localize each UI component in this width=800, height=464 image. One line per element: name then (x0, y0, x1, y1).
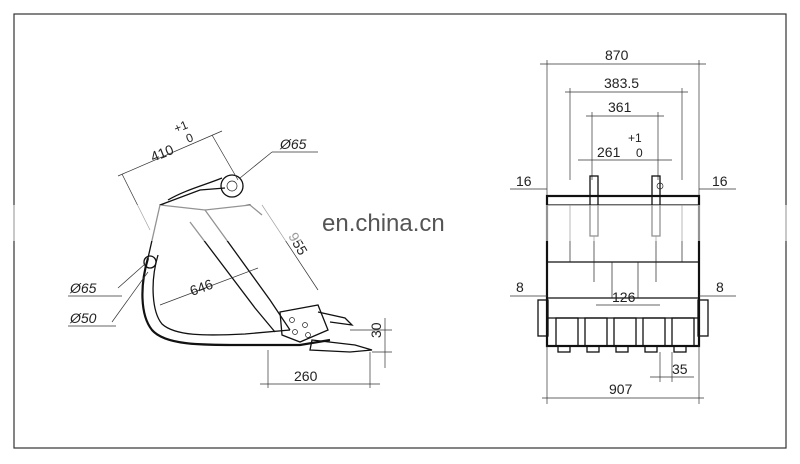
tol-zero-front: 0 (636, 146, 643, 160)
dia-65-left: Ø65 (69, 280, 97, 296)
dim-260: 260 (294, 368, 318, 384)
dim-410: 410 (148, 141, 176, 165)
side-view: 410 +1 0 Ø65 955 646 Ø65 Ø50 30 260 (68, 118, 392, 388)
tol-zero-side: 0 (184, 130, 196, 146)
dim-8-left: 8 (516, 279, 524, 295)
dim-16-left: 16 (516, 173, 532, 189)
watermark-band (0, 205, 800, 241)
dim-16-right: 16 (712, 173, 728, 189)
dim-35: 35 (672, 361, 688, 377)
dia-65-top: Ø65 (279, 136, 307, 152)
dim-126: 126 (612, 289, 636, 305)
dim-870: 870 (605, 47, 629, 63)
watermark-text: en.china.cn (322, 210, 445, 237)
dim-907: 907 (609, 381, 633, 397)
dim-361: 361 (608, 99, 632, 115)
dim-261: 261 (597, 144, 621, 160)
dim-8-right: 8 (716, 279, 724, 295)
tol-plus-front: +1 (628, 131, 642, 145)
dia-50: Ø50 (69, 310, 97, 326)
dim-383-5: 383.5 (604, 75, 639, 91)
tol-plus-side: +1 (172, 118, 190, 136)
dim-30: 30 (368, 322, 384, 338)
dim-646: 646 (188, 276, 216, 299)
